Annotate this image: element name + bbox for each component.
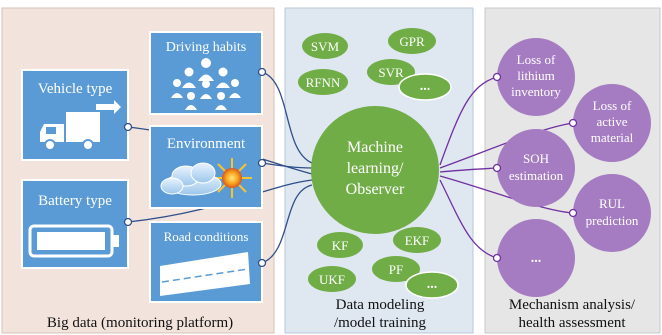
svg-text:KF: KF bbox=[332, 238, 349, 253]
svg-text:UKF: UKF bbox=[319, 272, 345, 287]
right-panel-caption-line2: health assessment bbox=[518, 315, 626, 331]
connector-lli bbox=[439, 76, 498, 166]
soh-connector-dot bbox=[492, 163, 502, 173]
output-rul-prediction: RUL prediction bbox=[568, 174, 651, 252]
driving-habits-label: Driving habits bbox=[166, 40, 247, 55]
output-loss-of-active-material: Loss of active material bbox=[568, 84, 651, 162]
ml-method-pf: PF bbox=[372, 256, 420, 282]
environment-label: Environment bbox=[167, 136, 246, 152]
middle-panel-caption-line1: Data modeling bbox=[336, 297, 425, 313]
vehicle-type-box: Vehicle type bbox=[21, 69, 133, 161]
svg-text:inventory: inventory bbox=[511, 84, 561, 99]
environment-connector-dot bbox=[257, 158, 267, 168]
vehicle-type-connector-dot bbox=[123, 122, 133, 132]
output-more: ... bbox=[492, 219, 575, 297]
svg-text:RUL: RUL bbox=[599, 196, 625, 211]
ml-method-ekf: EKF bbox=[393, 227, 441, 253]
connector-soh bbox=[439, 167, 498, 173]
svg-text:estimation: estimation bbox=[509, 168, 564, 183]
svg-text:GPR: GPR bbox=[399, 34, 425, 49]
right-panel-caption-line1: Mechanism analysis/ bbox=[509, 297, 636, 313]
svg-text:Loss of: Loss of bbox=[517, 52, 556, 67]
svg-text:lithium: lithium bbox=[517, 68, 555, 83]
ml-method-rfnn: RFNN bbox=[298, 69, 348, 95]
battery-type-box: Battery type bbox=[21, 179, 133, 269]
people-group-icon bbox=[171, 58, 241, 110]
ml-method-more-bottom: ... bbox=[405, 271, 459, 299]
driving-habits-connector-dot bbox=[257, 67, 267, 77]
ml-method-gpr: GPR bbox=[388, 28, 436, 54]
driving-habits-box: Driving habits bbox=[149, 31, 267, 115]
road-conditions-label: Road conditions bbox=[164, 229, 249, 244]
ml-method-svm: SVM bbox=[302, 33, 348, 59]
more-output-connector-dot bbox=[492, 253, 502, 263]
svg-text:SVR: SVR bbox=[378, 65, 404, 80]
battery-type-label: Battery type bbox=[38, 193, 112, 209]
svg-text:SVM: SVM bbox=[311, 39, 340, 54]
svg-text:SOH: SOH bbox=[523, 151, 549, 166]
ml-method-svr: SVR bbox=[367, 59, 415, 85]
svg-text:active: active bbox=[596, 114, 627, 129]
center-label-line1: Machine bbox=[347, 139, 403, 156]
svg-text:...: ... bbox=[531, 251, 542, 266]
center-label-line2: learning/ bbox=[347, 160, 404, 177]
connector-more bbox=[439, 179, 498, 259]
svg-text:...: ... bbox=[427, 277, 438, 292]
weather-icon bbox=[160, 158, 252, 198]
svg-text:prediction: prediction bbox=[586, 213, 639, 228]
svg-text:...: ... bbox=[420, 79, 431, 94]
road-icon bbox=[160, 252, 250, 296]
connector-road-conditions bbox=[261, 184, 313, 264]
environment-box: Environment bbox=[149, 125, 267, 209]
truck-icon bbox=[40, 100, 121, 151]
center-label-line3: Observer bbox=[346, 181, 405, 198]
output-loss-of-lithium-inventory: Loss of lithium inventory bbox=[492, 38, 575, 116]
road-conditions-box: Road conditions bbox=[149, 221, 267, 303]
left-panel-caption: Big data (monitoring platform) bbox=[47, 315, 233, 331]
ml-method-more-top: ... bbox=[398, 73, 452, 101]
output-soh-estimation: SOH estimation bbox=[492, 129, 575, 207]
rul-connector-dot bbox=[568, 208, 578, 218]
battery-icon bbox=[28, 224, 119, 258]
svg-text:EKF: EKF bbox=[405, 233, 430, 248]
lam-connector-dot bbox=[568, 118, 578, 128]
machine-learning-node: Machine learning/ Observer bbox=[311, 106, 439, 234]
svg-text:RFNN: RFNN bbox=[306, 75, 341, 90]
vehicle-type-label: Vehicle type bbox=[38, 81, 113, 97]
road-conditions-connector-dot bbox=[257, 258, 267, 268]
svg-text:PF: PF bbox=[389, 262, 403, 277]
svg-text:material: material bbox=[591, 130, 634, 145]
battery-type-connector-dot bbox=[123, 217, 133, 227]
middle-panel-caption-line2: /model training bbox=[334, 315, 427, 331]
connector-driving-habits bbox=[261, 71, 313, 164]
ml-method-ukf: UKF bbox=[308, 266, 356, 292]
lli-connector-dot bbox=[492, 72, 502, 82]
svg-text:Loss of: Loss of bbox=[593, 98, 632, 113]
ml-method-kf: KF bbox=[317, 232, 363, 258]
